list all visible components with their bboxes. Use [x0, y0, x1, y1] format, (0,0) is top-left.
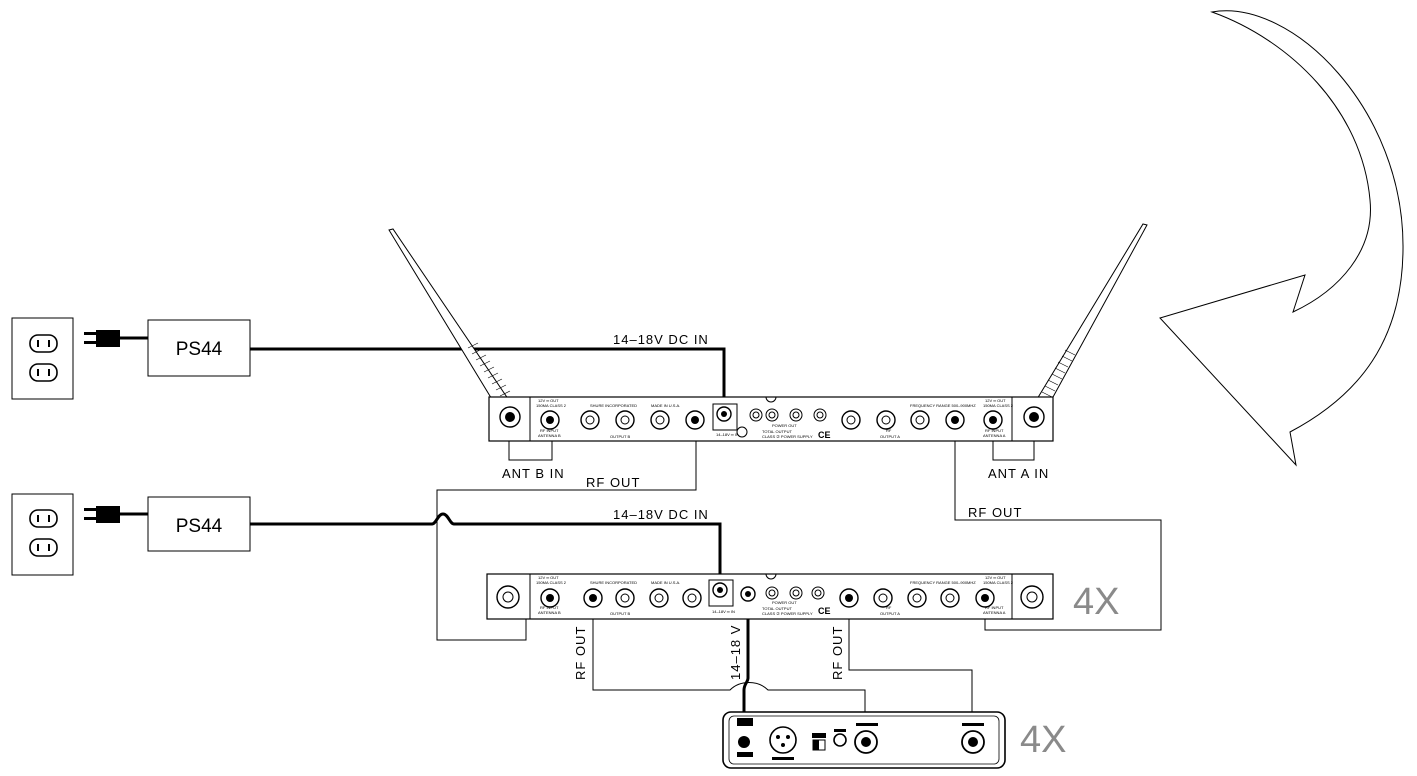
svg-text:12V ═ OUT: 12V ═ OUT	[538, 398, 559, 403]
svg-text:OUTPUT B: OUTPUT B	[610, 611, 630, 616]
power-supply: PS44	[147, 496, 251, 552]
svg-text:OUTPUT A: OUTPUT A	[880, 434, 900, 439]
svg-text:OUTPUT B: OUTPUT B	[610, 434, 630, 439]
power-plug	[84, 330, 148, 347]
power-supply: PS44	[147, 319, 251, 377]
power-supply-label: PS44	[176, 516, 223, 537]
distribution-unit-quantity: 4X	[1073, 581, 1119, 623]
svg-text:RF: RF	[886, 605, 892, 610]
receiver-quantity: 4X	[1020, 719, 1066, 761]
ant-a-in-label: ANT A IN	[988, 466, 1049, 481]
svg-text:RF: RF	[886, 428, 892, 433]
power-cable	[250, 347, 726, 400]
svg-text:ANTENNA A: ANTENNA A	[983, 433, 1006, 438]
svg-text:TOTAL OUTPUT: TOTAL OUTPUT	[762, 429, 792, 434]
svg-text:RF INPUT: RF INPUT	[985, 605, 1004, 610]
rf-cable	[592, 600, 866, 735]
dc-in-label: 14–18V DC IN	[613, 332, 709, 347]
rf-out-label: RF OUT	[586, 475, 640, 490]
svg-text:RF INPUT: RF INPUT	[985, 428, 1004, 433]
dc-in-label: 14–18V DC IN	[613, 507, 709, 522]
power-supply-label: PS44	[176, 339, 223, 360]
rf-out-label: RF OUT	[830, 626, 845, 680]
svg-text:12V ═ OUT: 12V ═ OUT	[985, 398, 1006, 403]
rf-out-label: RF OUT	[968, 505, 1022, 520]
rf-cable	[436, 425, 697, 641]
antenna-right	[1027, 223, 1148, 420]
svg-text:150MA CLASS 2: 150MA CLASS 2	[983, 580, 1014, 585]
rf-cable	[954, 425, 1162, 631]
power-cable	[250, 512, 722, 575]
svg-text:RF INPUT: RF INPUT	[540, 428, 559, 433]
svg-text:150MA CLASS 2: 150MA CLASS 2	[983, 403, 1014, 408]
svg-text:FREQUENCY RANGE 500–900MHZ: FREQUENCY RANGE 500–900MHZ	[910, 580, 976, 585]
svg-text:CLASS ② POWER SUPPLY: CLASS ② POWER SUPPLY	[762, 611, 813, 616]
wall-outlet	[11, 317, 74, 400]
wall-outlet	[11, 493, 74, 576]
svg-text:POWER OUT: POWER OUT	[772, 423, 797, 428]
svg-text:SHURE INCORPORATED: SHURE INCORPORATED	[590, 403, 637, 408]
power-plug	[84, 506, 148, 523]
svg-text:ANTENNA B: ANTENNA B	[538, 433, 561, 438]
svg-text:CE: CE	[818, 606, 831, 616]
svg-text:CLASS ② POWER SUPPLY: CLASS ② POWER SUPPLY	[762, 434, 813, 439]
rf-out-label: RF OUT	[573, 626, 588, 680]
svg-text:14–18V ═ IN: 14–18V ═ IN	[716, 432, 739, 437]
power-cable	[742, 598, 750, 742]
ant-b-in-label: ANT B IN	[502, 466, 565, 481]
svg-text:ANTENNA B: ANTENNA B	[538, 610, 561, 615]
svg-text:SHURE INCORPORATED: SHURE INCORPORATED	[590, 580, 637, 585]
antenna-distribution-unit: SHURE INCORPORATED MADE IN U.S.A. OUTPUT…	[488, 396, 1054, 442]
svg-text:FREQUENCY RANGE 500–900MHZ: FREQUENCY RANGE 500–900MHZ	[910, 403, 976, 408]
svg-text:12V ═ OUT: 12V ═ OUT	[985, 575, 1006, 580]
svg-text:CE: CE	[818, 430, 831, 440]
svg-text:OUTPUT A: OUTPUT A	[880, 611, 900, 616]
voltage-label: 14–18 V	[728, 625, 743, 680]
svg-text:ANTENNA A: ANTENNA A	[983, 610, 1006, 615]
svg-text:POWER OUT: POWER OUT	[772, 600, 797, 605]
svg-text:150MA CLASS 2: 150MA CLASS 2	[536, 403, 567, 408]
antenna-left	[388, 228, 522, 425]
antenna-distribution-unit: SHURE INCORPORATED MADE IN U.S.A. OUTPUT…	[486, 573, 1054, 620]
rf-cable	[848, 600, 973, 735]
svg-text:14–18V ═ IN: 14–18V ═ IN	[712, 609, 735, 614]
svg-text:12V ═ OUT: 12V ═ OUT	[538, 575, 559, 580]
svg-text:150MA CLASS 2: 150MA CLASS 2	[536, 580, 567, 585]
rotation-arrow	[1159, 10, 1404, 467]
svg-text:MADE IN U.S.A.: MADE IN U.S.A.	[651, 403, 680, 408]
svg-text:MADE IN U.S.A.: MADE IN U.S.A.	[651, 580, 680, 585]
svg-text:TOTAL OUTPUT: TOTAL OUTPUT	[762, 606, 792, 611]
wireless-receiver	[722, 711, 1006, 769]
